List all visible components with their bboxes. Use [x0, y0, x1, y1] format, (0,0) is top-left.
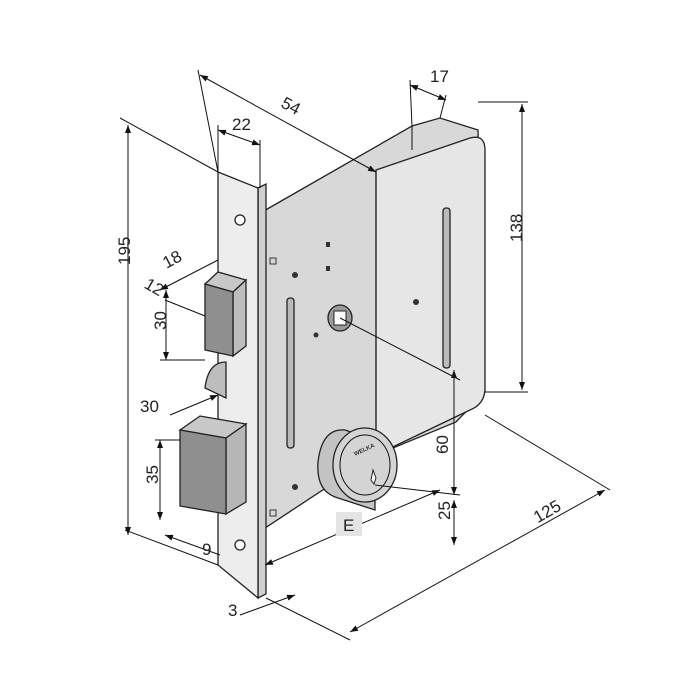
dim-22: 22 [232, 115, 251, 134]
dim-60: 60 [433, 435, 452, 454]
screw-hole [292, 484, 298, 490]
cylinder: WELKA [317, 427, 398, 511]
dim-30-latch: 30 [151, 311, 170, 330]
entry-label: E [343, 516, 354, 535]
slot-left [286, 297, 295, 449]
screw-hole [313, 332, 319, 338]
slot-right [442, 207, 451, 369]
dim-3: 3 [228, 601, 237, 620]
dim-195: 195 [115, 237, 134, 265]
faceplate-screw-hole [234, 214, 246, 226]
dimension-lines [119, 69, 611, 641]
dim-30-gap: 30 [140, 397, 159, 416]
deadbolt [178, 415, 248, 516]
dim-54: 54 [278, 93, 304, 119]
dim-17: 17 [430, 67, 449, 86]
keyhole-icon [370, 468, 377, 486]
screw-hole [413, 299, 419, 305]
dim-125: 125 [530, 496, 564, 527]
anti-card-latch [204, 361, 227, 400]
faceplate-screw-hole [234, 539, 246, 551]
latch-bolt [203, 271, 248, 400]
dim-12: 12 [141, 274, 167, 300]
dim-18: 18 [159, 247, 185, 273]
lock-case [261, 117, 486, 530]
case-cover [375, 136, 486, 457]
dim-25: 25 [435, 501, 454, 520]
dim-35: 35 [143, 465, 162, 484]
dim-9: 9 [202, 540, 211, 559]
dim-138: 138 [507, 214, 526, 242]
screw-hole [292, 272, 298, 278]
entry-label-box [336, 512, 362, 536]
